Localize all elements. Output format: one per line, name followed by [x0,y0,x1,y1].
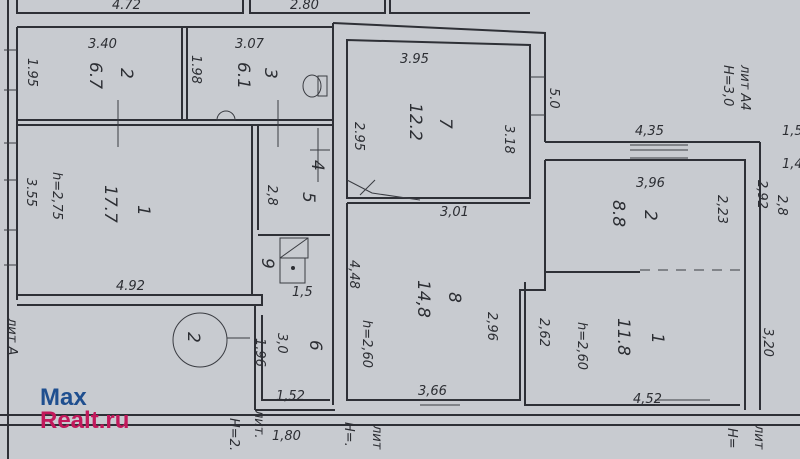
right-room2-area: 8.8 [608,200,628,227]
labels: 4.72 2.80 3.40 6.7 2 1.95 3.07 6.1 3 1.9… [4,0,800,451]
room6-number: 6 [305,340,325,351]
toilet-tank-icon [317,75,328,97]
right-room2-number: 2 [640,210,660,221]
room7-number: 7 [435,118,455,129]
room6-area: 3,0 [274,333,289,354]
right-room1-height: 2,62 [536,318,551,347]
room1-number: 1 [133,205,153,216]
section-marker [172,312,228,368]
right-room2-side: 2,92 [754,180,769,209]
room3-number: 3 [260,68,280,79]
room1-area: 17.7 [100,185,120,223]
room9-width: 1,5 [292,285,313,300]
room4-number: 4 [307,160,327,171]
room7-side: 2.95 [351,122,366,151]
lit-a4-label: лит А4 [737,64,752,111]
right-room1-outer: 3,20 [760,328,775,357]
dim-top-2: 2.80 [290,0,319,13]
watermark-realt: Realt.ru [40,407,129,434]
right-room1-width: 4,52 [633,392,662,407]
height-label-3: Н= [724,428,739,449]
sink-square-icon [279,257,306,284]
room3-height: 1.98 [188,55,203,84]
lit-a-label: лит А [4,317,19,355]
lit-a4-height: Н=3,0 [720,65,735,106]
sink-icon [216,110,236,121]
right-room1-number: 1 [647,333,667,344]
room6-width: 1,52 [276,389,305,404]
room1-height: 3.55 [23,178,38,207]
room3-area: 6.1 [233,62,253,89]
watermark-max: Max [40,384,87,411]
height-label-1: Н=2. [226,418,241,451]
watermark: Max Realt.ru [40,384,129,434]
room2-width: 3.40 [88,37,117,52]
room8-height: 4,48 [346,260,361,289]
right-room2-height: 2,23 [714,195,729,224]
lit-label-1: лит. [251,409,266,438]
room3-width: 3.07 [235,37,265,52]
room8-ceiling: h=2,60 [359,320,374,368]
toilet-icon [302,74,322,98]
right-small-2: 1,4 [782,157,800,172]
room2-area: 6.7 [85,62,105,89]
right-room1-area: 11.8 [613,318,633,356]
corridor-dim: 5.0 [546,88,561,109]
bottom-dim: 1,80 [272,429,301,444]
room7-width: 3.95 [400,52,429,67]
room8-width: 3,66 [418,384,447,399]
room6-height: 1,96 [252,338,267,367]
section-number: 2 [183,332,203,343]
room2-height: 1.95 [24,58,39,87]
dim-top-1: 4.72 [112,0,141,13]
room7-height: 3.18 [501,125,516,154]
height-label-2: Н=. [341,422,356,447]
room1-ceiling: h=2,75 [49,172,64,220]
room9-number: 9 [257,258,277,269]
room8-side: 2,96 [484,312,499,341]
right-room2-width: 3,96 [636,176,665,191]
room2-number: 2 [116,68,136,79]
room5-number: 5 [298,192,318,203]
room8-number: 8 [444,292,464,303]
room7-area: 12.2 [405,103,425,141]
right-room1-ceiling: h=2,60 [574,322,589,370]
lit-label-3: лит [751,424,766,450]
fixtures [172,74,328,368]
right-small-1: 1,5 [782,124,800,139]
room5-area: 2,8 [264,185,279,206]
room8-area: 14,8 [413,280,433,318]
room8-top: 3,01 [440,205,469,220]
room1-width: 4.92 [116,279,145,294]
lit-label-2: лит [369,424,384,450]
right-room2-outer: 4,35 [635,124,664,139]
right-small-3: 2,8 [774,195,789,216]
